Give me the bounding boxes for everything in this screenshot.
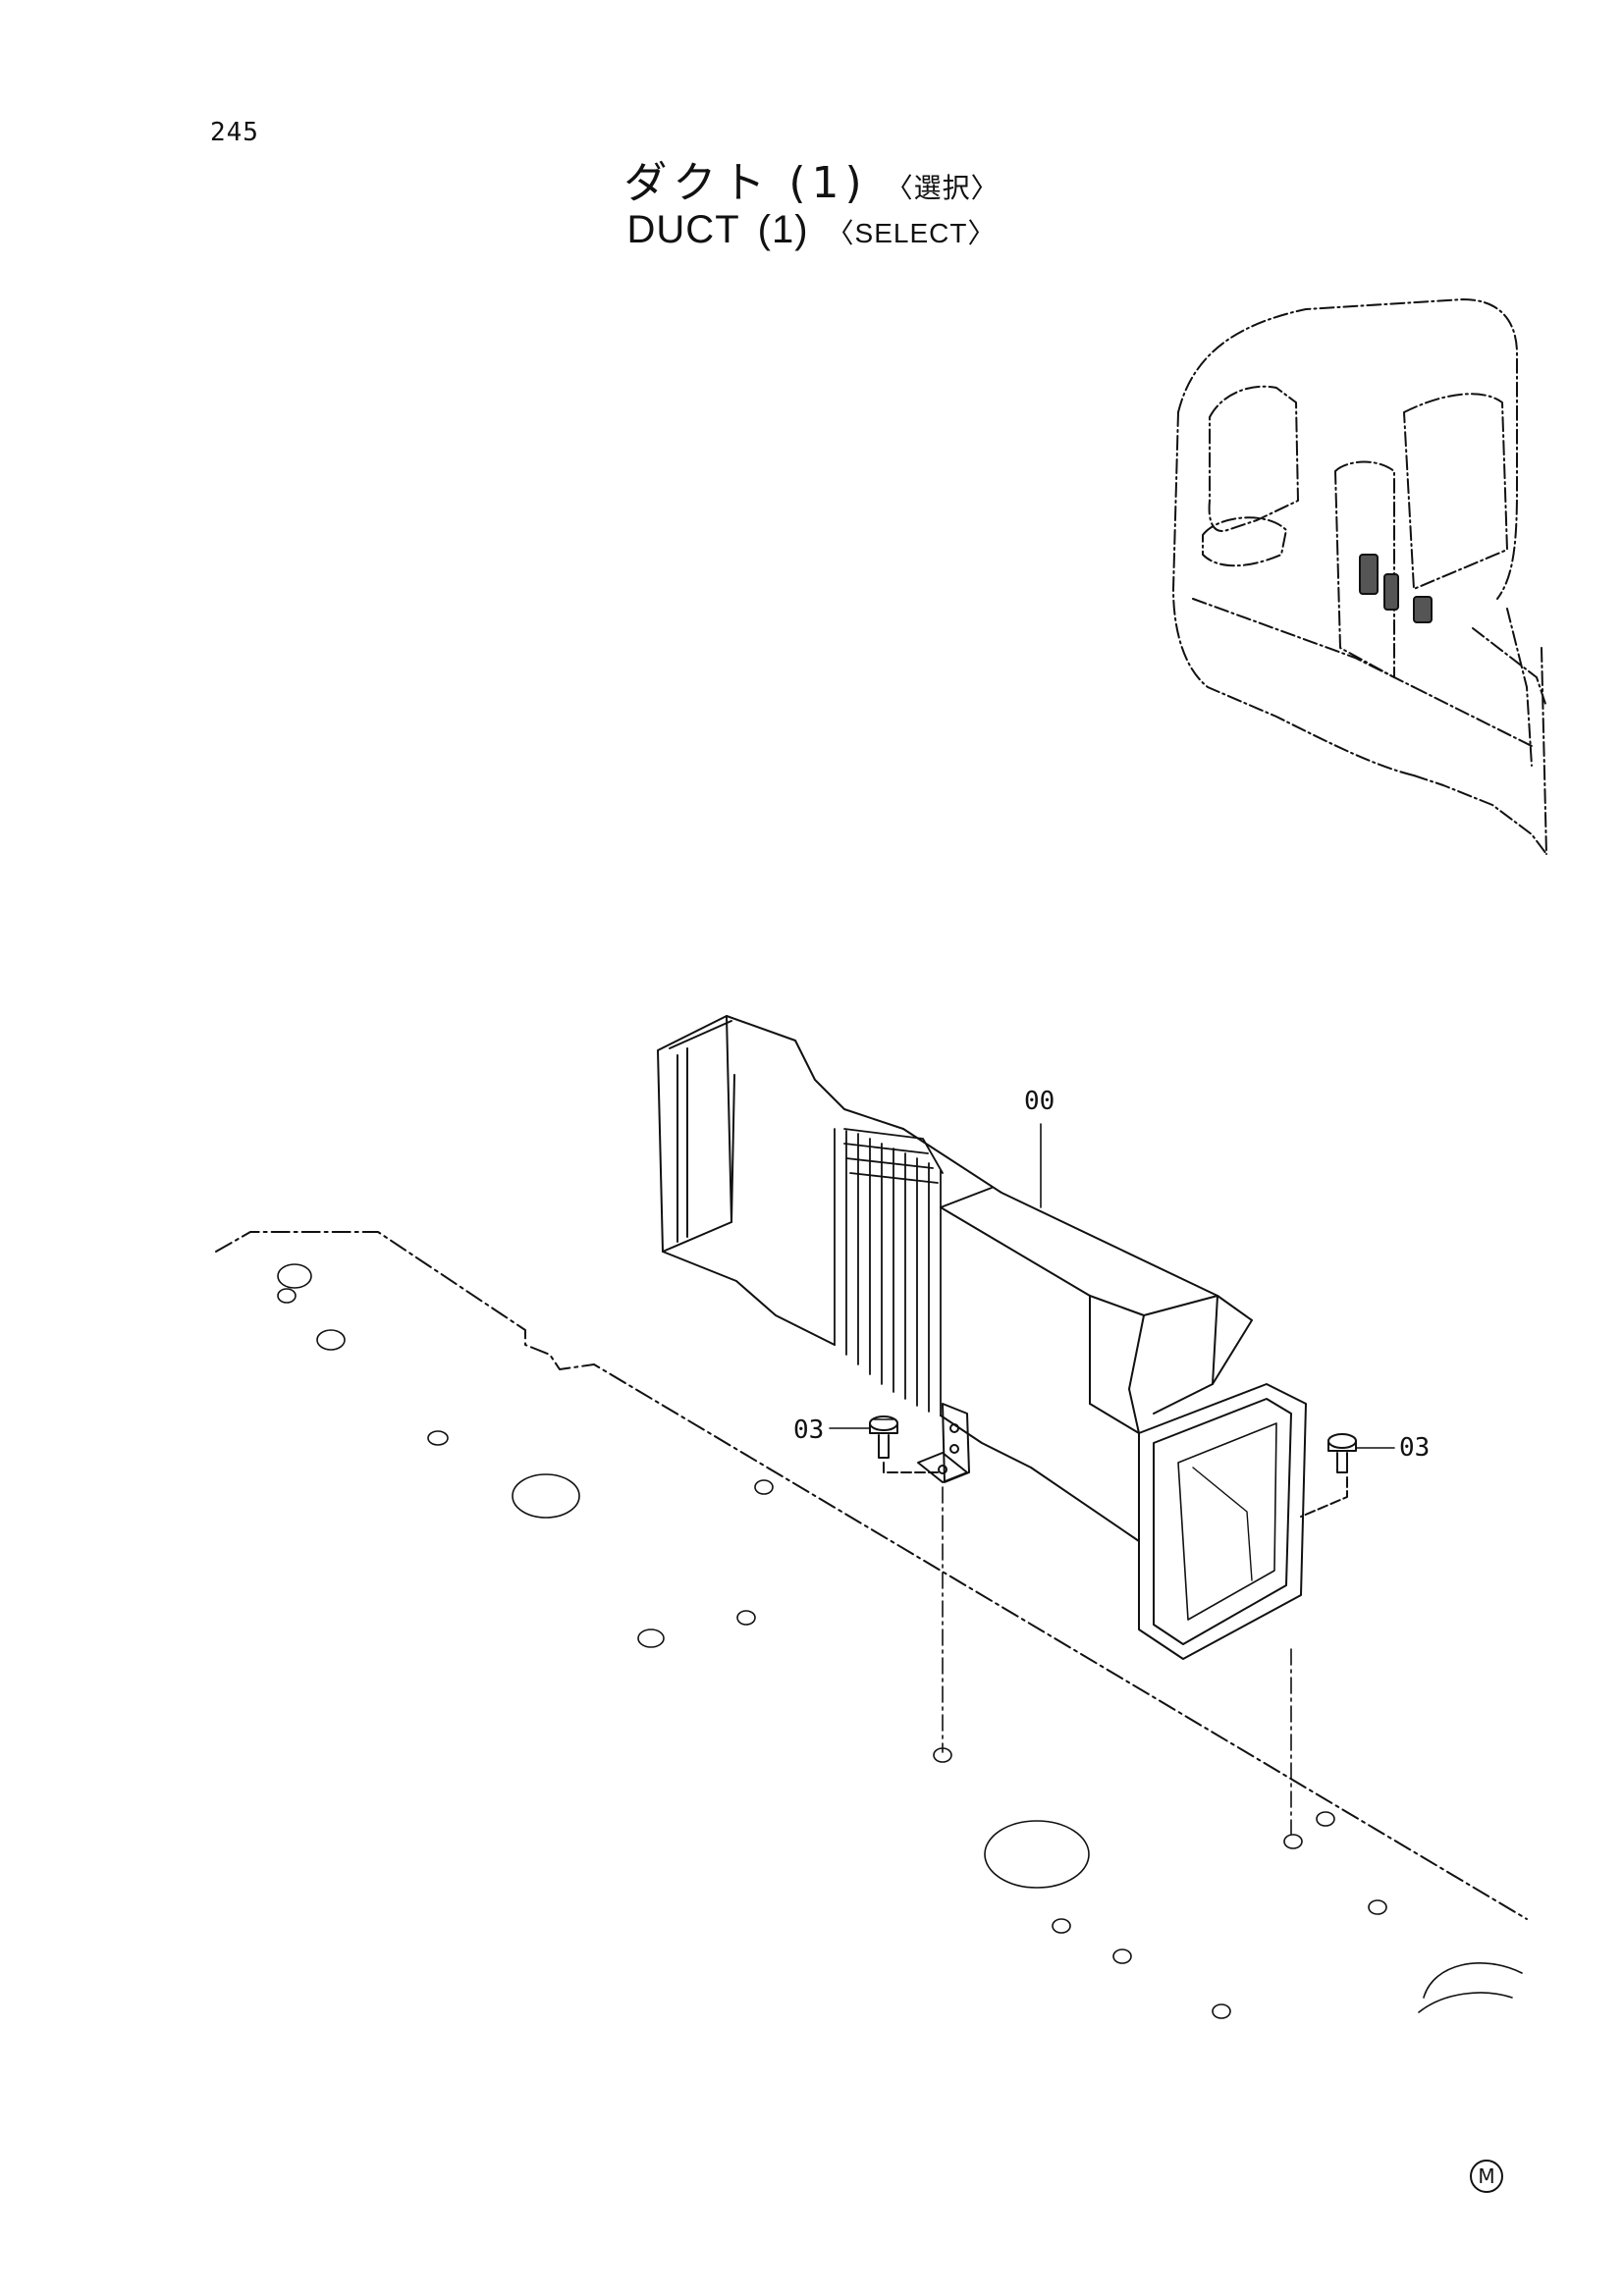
page-title-japanese: ダクト (1) 〈選択〉	[0, 147, 1623, 210]
page-title-english: DUCT (1) 〈SELECT〉	[0, 208, 1623, 252]
floor-hole	[277, 1263, 1523, 2019]
callout-leaders	[829, 1427, 1395, 1449]
title-en-tag: 〈SELECT〉	[826, 218, 997, 248]
floor-plate	[215, 1231, 1528, 2019]
bellows-pleats	[834, 1128, 944, 1416]
title-en-number: (1)	[757, 208, 809, 251]
maker-mark-icon: M	[1470, 2160, 1503, 2193]
title-en-main: DUCT	[626, 208, 740, 251]
callout-bolt-right: 03	[1399, 1433, 1430, 1463]
callout-bolt-left: 03	[793, 1415, 824, 1445]
bolt-left	[869, 1415, 939, 1473]
mounting-bracket	[917, 1403, 970, 1483]
duct-assembly	[657, 1015, 1307, 1660]
title-jp-tag: 〈選択〉	[885, 172, 1000, 204]
cab-locator-inset	[1172, 298, 1547, 855]
title-jp-main: ダクト	[623, 158, 772, 208]
callout-duct: 00	[1024, 1087, 1055, 1116]
title-jp-number: (1)	[788, 158, 868, 208]
center-lines	[942, 1486, 1292, 1835]
bolt-right	[1300, 1433, 1357, 1518]
duct-location-highlight	[1359, 554, 1433, 623]
page-number: 245	[210, 118, 259, 147]
